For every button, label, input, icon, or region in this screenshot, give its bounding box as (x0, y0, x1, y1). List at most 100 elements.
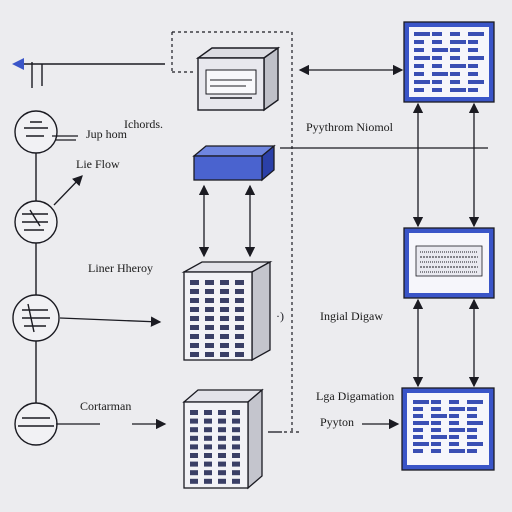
grid-cell (205, 325, 214, 330)
grid-cell (204, 418, 212, 424)
grid-cell (232, 410, 240, 415)
grid-cell (450, 56, 460, 60)
grid-cell (432, 80, 442, 84)
grid-cell (218, 427, 226, 433)
circle-node-icon (12, 294, 60, 342)
grid-cell (431, 407, 441, 411)
grid-cell (190, 461, 198, 467)
spreadsheet-panel-icon (403, 21, 495, 103)
grid-cell (449, 421, 459, 425)
grid-cell (431, 435, 447, 439)
grid-cell (467, 407, 477, 411)
grid-cell (190, 352, 199, 357)
grid-cell (450, 80, 460, 84)
database-block-icon (192, 144, 276, 182)
server-cabinet-icon (195, 46, 281, 112)
grid-cell (468, 72, 478, 76)
grid-cell (449, 449, 465, 453)
grid-cell (450, 72, 460, 76)
grid-cell (220, 280, 229, 285)
label-liner-hierarchy: Liner Hheroy (88, 261, 153, 275)
label-lga-diagram: Lga Digamation (316, 389, 395, 403)
grid-cell (431, 428, 441, 432)
grid-cell (218, 444, 226, 450)
grid-cell (218, 470, 226, 476)
label-icholds: Ichords. (124, 117, 163, 131)
circle-node-icon (14, 402, 58, 446)
grid-cell (414, 56, 430, 60)
grid-cell (468, 88, 478, 92)
grid-cell (220, 289, 229, 294)
grid-cell (204, 427, 212, 433)
arrow-left-icon (12, 58, 24, 70)
label-python-monitor: Pyythrom Niomol (306, 120, 394, 134)
grid-cell (190, 298, 199, 303)
grid-cell (235, 289, 244, 294)
grid-cell (190, 307, 199, 312)
grid-cell (468, 56, 484, 60)
grid-cell (431, 442, 441, 446)
grid-cell (413, 414, 423, 418)
grid-cell (431, 414, 447, 418)
grid-cell (450, 64, 466, 68)
grid-cell (235, 298, 244, 303)
grid-cell (431, 421, 441, 425)
grid-cell (413, 407, 423, 411)
grid-cell (190, 316, 199, 321)
grid-cell (413, 421, 429, 425)
middle-arrows (198, 184, 282, 433)
grid-cell (218, 461, 226, 467)
grid-cell (235, 334, 244, 339)
circle-node-icon (14, 200, 58, 244)
grid-cell (204, 478, 212, 484)
grid-cell (190, 444, 198, 450)
grid-cell (432, 88, 442, 92)
circle-node-icon (14, 110, 58, 154)
grid-cell (450, 88, 466, 92)
grid-cell (413, 400, 429, 404)
server-rack-grid-icon (182, 388, 264, 490)
grid-cell (204, 410, 212, 415)
grid-cell (232, 418, 240, 424)
grid-cell (232, 470, 240, 476)
grid-cell (220, 298, 229, 303)
grid-cell (413, 449, 423, 453)
grid-cell (450, 40, 466, 44)
grid-cell (414, 80, 430, 84)
grid-cell (235, 352, 244, 357)
grid-cell (467, 421, 483, 425)
grid-cell (432, 40, 442, 44)
grid-cell (232, 453, 240, 458)
grid-cell (235, 307, 244, 312)
grid-cell (190, 478, 198, 484)
grid-cell (190, 453, 198, 458)
grid-cell (449, 400, 459, 404)
grid-cell (204, 435, 212, 441)
label-jup-hom: Jup hom (86, 127, 128, 141)
grid-cell (220, 343, 229, 348)
right-wires (280, 64, 488, 430)
grid-cell (218, 410, 226, 415)
grid-cell (467, 449, 477, 453)
grid-cell (218, 453, 226, 458)
grid-cell (467, 414, 477, 418)
grid-cell (232, 427, 240, 433)
grid-cell (414, 64, 424, 68)
grid-cell (414, 48, 424, 52)
grid-cell (204, 461, 212, 467)
grid-cell (190, 418, 198, 424)
grid-cell (220, 325, 229, 330)
grid-cell (190, 410, 198, 415)
label-cortarman: Cortarman (80, 399, 132, 413)
grid-cell (232, 461, 240, 467)
grid-cell (449, 407, 465, 411)
grid-cell (414, 32, 430, 36)
grid-cell (235, 280, 244, 285)
grid-cell (232, 444, 240, 450)
grid-cell (205, 289, 214, 294)
left-spine (22, 62, 165, 415)
grid-cell (205, 298, 214, 303)
grid-cell (414, 88, 424, 92)
grid-cell (190, 280, 199, 285)
grid-cell (235, 325, 244, 330)
